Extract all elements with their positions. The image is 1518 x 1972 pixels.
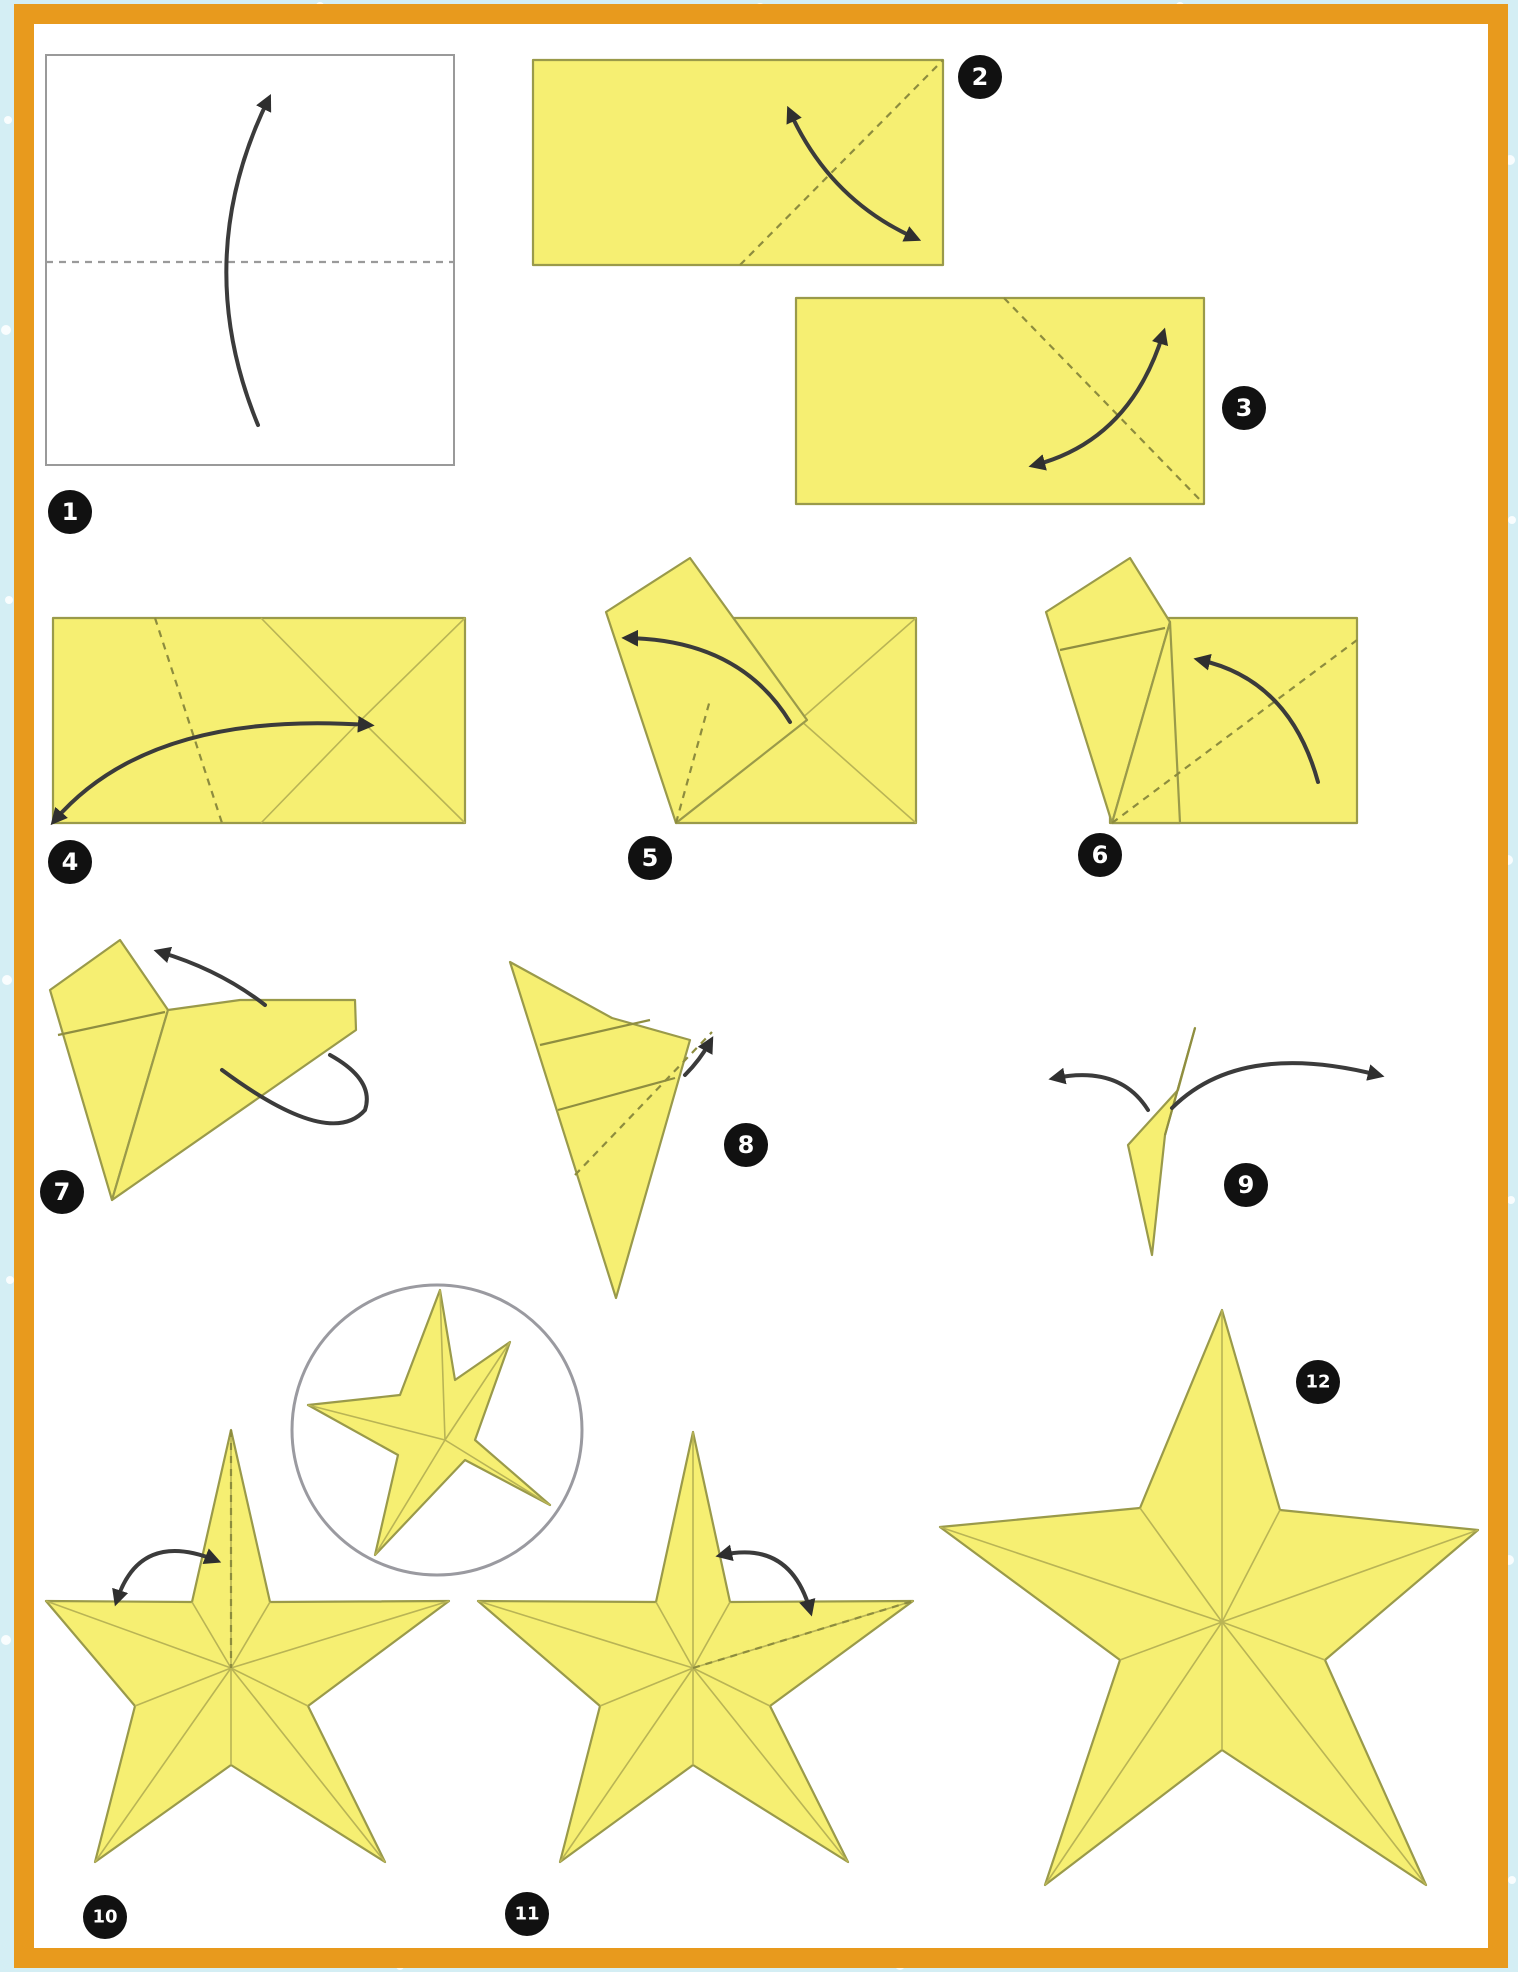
detail-inset [292, 1285, 582, 1575]
step-badge-2: 2 [958, 55, 1002, 99]
step-badge-6: 6 [1078, 833, 1122, 877]
step-badge-10: 10 [83, 1895, 127, 1939]
step-label: 1 [62, 498, 79, 526]
step-badge-7: 7 [40, 1170, 84, 1214]
step-label: 12 [1305, 1372, 1330, 1393]
step-2-figure [533, 60, 943, 265]
step-badge-12: 12 [1296, 1360, 1340, 1404]
step-badge-4: 4 [48, 840, 92, 884]
step-label: 10 [92, 1907, 117, 1928]
step-label: 2 [972, 63, 989, 91]
step-badge-9: 9 [1224, 1163, 1268, 1207]
step-label: 6 [1092, 841, 1109, 869]
step-1-figure [46, 55, 454, 465]
step-badge-8: 8 [724, 1123, 768, 1167]
step-label: 5 [642, 844, 659, 872]
step-label: 9 [1238, 1171, 1255, 1199]
step-badge-3: 3 [1222, 386, 1266, 430]
step-label: 11 [514, 1904, 539, 1925]
step-label: 7 [54, 1178, 71, 1206]
step-4-figure [53, 618, 465, 823]
step-badge-11: 11 [505, 1892, 549, 1936]
step-label: 4 [62, 848, 79, 876]
step-3-figure [796, 298, 1204, 504]
step-badge-1: 1 [48, 490, 92, 534]
step-label: 3 [1236, 394, 1253, 422]
step-label: 8 [738, 1131, 755, 1159]
step-badge-5: 5 [628, 836, 672, 880]
